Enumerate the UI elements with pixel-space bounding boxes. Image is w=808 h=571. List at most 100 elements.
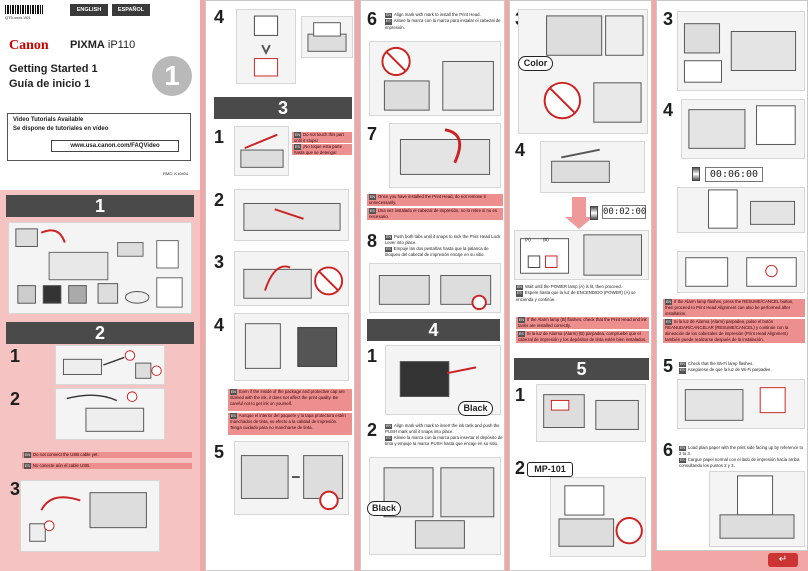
paper-note-es-text: Cargue papel normal con el lado de impre… [679, 456, 800, 469]
rmc-code: RMC: K10404 [163, 171, 189, 176]
lang-tab-english: ENGLISH [70, 4, 108, 16]
cover-open-drawing [240, 133, 284, 168]
step-2-number-s3: 2 [214, 190, 225, 210]
en-tag: EN [679, 362, 686, 368]
canon-logo: Canon [9, 38, 49, 53]
box-contents-illustration [8, 222, 192, 314]
step-8-number: 8 [367, 231, 378, 251]
es-tag: ES [679, 457, 686, 464]
pkg-note-en-text: Even if the inside of the package and pr… [230, 389, 345, 406]
step-2-number-s5: 2 [515, 458, 526, 478]
resume-note-es-text: Si la luz de Alarma (Alarm) parpadea, pu… [665, 319, 789, 342]
return-arrow-icon[interactable]: ↵ [768, 553, 798, 567]
printer-open-drawing [307, 22, 347, 52]
en-tag: EN [385, 13, 392, 19]
usb-note-en-text: Do not connect the USB cable yet. [33, 452, 99, 457]
step-2-number-s4: 2 [367, 420, 378, 440]
section-5-panel: 3 Color 4 00:02:00 [509, 0, 652, 571]
es-tag: ES [385, 19, 392, 25]
section-number-2: 2 [94, 323, 105, 343]
alignment-sheet-drawing [708, 189, 796, 229]
box-contents-drawing [15, 228, 183, 308]
lever-note-es-text: Empuje las dos pestañas hasta que la pal… [385, 245, 489, 258]
es-tag: ES [369, 208, 376, 214]
black-label: Black [458, 401, 493, 416]
installed-note-en-text: Once you have installed the Print Head, … [369, 194, 486, 205]
product-prefix: PIXMA [70, 39, 105, 51]
print-head-package-illustration [234, 313, 349, 381]
step-4-number-c4: 4 [515, 140, 526, 160]
step-2-number: 2 [10, 389, 21, 409]
title-en: Getting Started 1 [9, 63, 98, 75]
head-insert-illustration [234, 441, 349, 515]
ink-insert-drawing [383, 467, 495, 549]
head-align-illustration [369, 41, 501, 116]
photo-paper-drawing [558, 485, 643, 547]
align-note-es-text: Alinee la marca con la marca para instal… [385, 18, 501, 30]
lever-raise-drawing [243, 265, 344, 299]
touch-note-es-text: ¡No toque esta parte hasta que se deteng… [294, 144, 342, 155]
en-tag: EN [385, 235, 392, 241]
lamp-b-label: (B) [543, 237, 549, 242]
section-number-5: 5 [576, 359, 587, 379]
step-4-number-top: 4 [214, 7, 225, 27]
lamp-a-label: (A) [525, 237, 531, 242]
touch-note-en-text: Do not touch this part until it stops! [294, 132, 344, 143]
cable-illustration [55, 388, 165, 440]
alarm-note-en-text: If the Alarm lamp (B) flashes, check tha… [518, 317, 647, 328]
tape-removal-illustration [234, 189, 349, 241]
wifi-note-en-text: Check that the Wi-Fi lamp flashes. [688, 361, 754, 366]
timer-display-1: 00:02:00 [602, 205, 647, 219]
cover-open-illustration [234, 126, 289, 176]
pkg-note-es-text: Aunque el interior del paquete y la tapa… [230, 413, 346, 430]
wifi-button-illustration [681, 99, 805, 159]
video-url[interactable]: www.usa.canon.com/FAQVideo [70, 143, 160, 149]
load-paper-drawing [719, 475, 795, 539]
step-3-number-c5: 3 [663, 9, 674, 29]
step-1-number-s5: 1 [515, 385, 526, 405]
head-insert-drawing [240, 455, 344, 511]
barcode [5, 5, 43, 14]
section-bar-1: 1 [6, 195, 194, 217]
section-number-4: 4 [428, 320, 439, 340]
pull-out-tray-illustration [677, 11, 805, 91]
power-button-drawing [253, 15, 279, 77]
power-note-es-text: Espere hasta que la luz de ENCENDIDO (PO… [516, 290, 636, 302]
en-tag: EN [516, 285, 523, 291]
wifi-button-drawing [688, 105, 796, 149]
step-1-number-s3: 1 [214, 127, 225, 147]
color-label: Color [518, 56, 553, 71]
paper-note-en-text: Load plain paper with the print side fac… [679, 445, 804, 457]
big-number-circle: 1 [152, 56, 192, 96]
close-cover-drawing [551, 148, 610, 183]
alignment-sheet-illustration [677, 187, 805, 233]
es-tag: ES [518, 331, 525, 337]
en-tag: EN [679, 446, 686, 452]
pull-out-tray-drawing [683, 23, 797, 83]
head-lock-drawing [399, 128, 491, 175]
lever-raise-illustration [234, 251, 349, 306]
es-tag: ES [516, 291, 523, 297]
hourglass-icon-2 [692, 167, 700, 181]
color-tank-illustration [518, 9, 648, 134]
section-number-3: 3 [277, 98, 288, 118]
video-url-box[interactable]: www.usa.canon.com/FAQVideo [51, 140, 179, 152]
section-bar-2: 2 [6, 322, 194, 344]
mp101-label: MP-101 [527, 462, 573, 477]
usb-note-es-text: No conecte aún el cable USB. [32, 463, 91, 468]
lamps-illustration [514, 230, 649, 280]
load-paper-illustration [709, 471, 805, 547]
es-tag: ES [294, 144, 301, 150]
tape-removal-drawing [243, 202, 341, 231]
section-bar-5: 5 [514, 358, 649, 380]
